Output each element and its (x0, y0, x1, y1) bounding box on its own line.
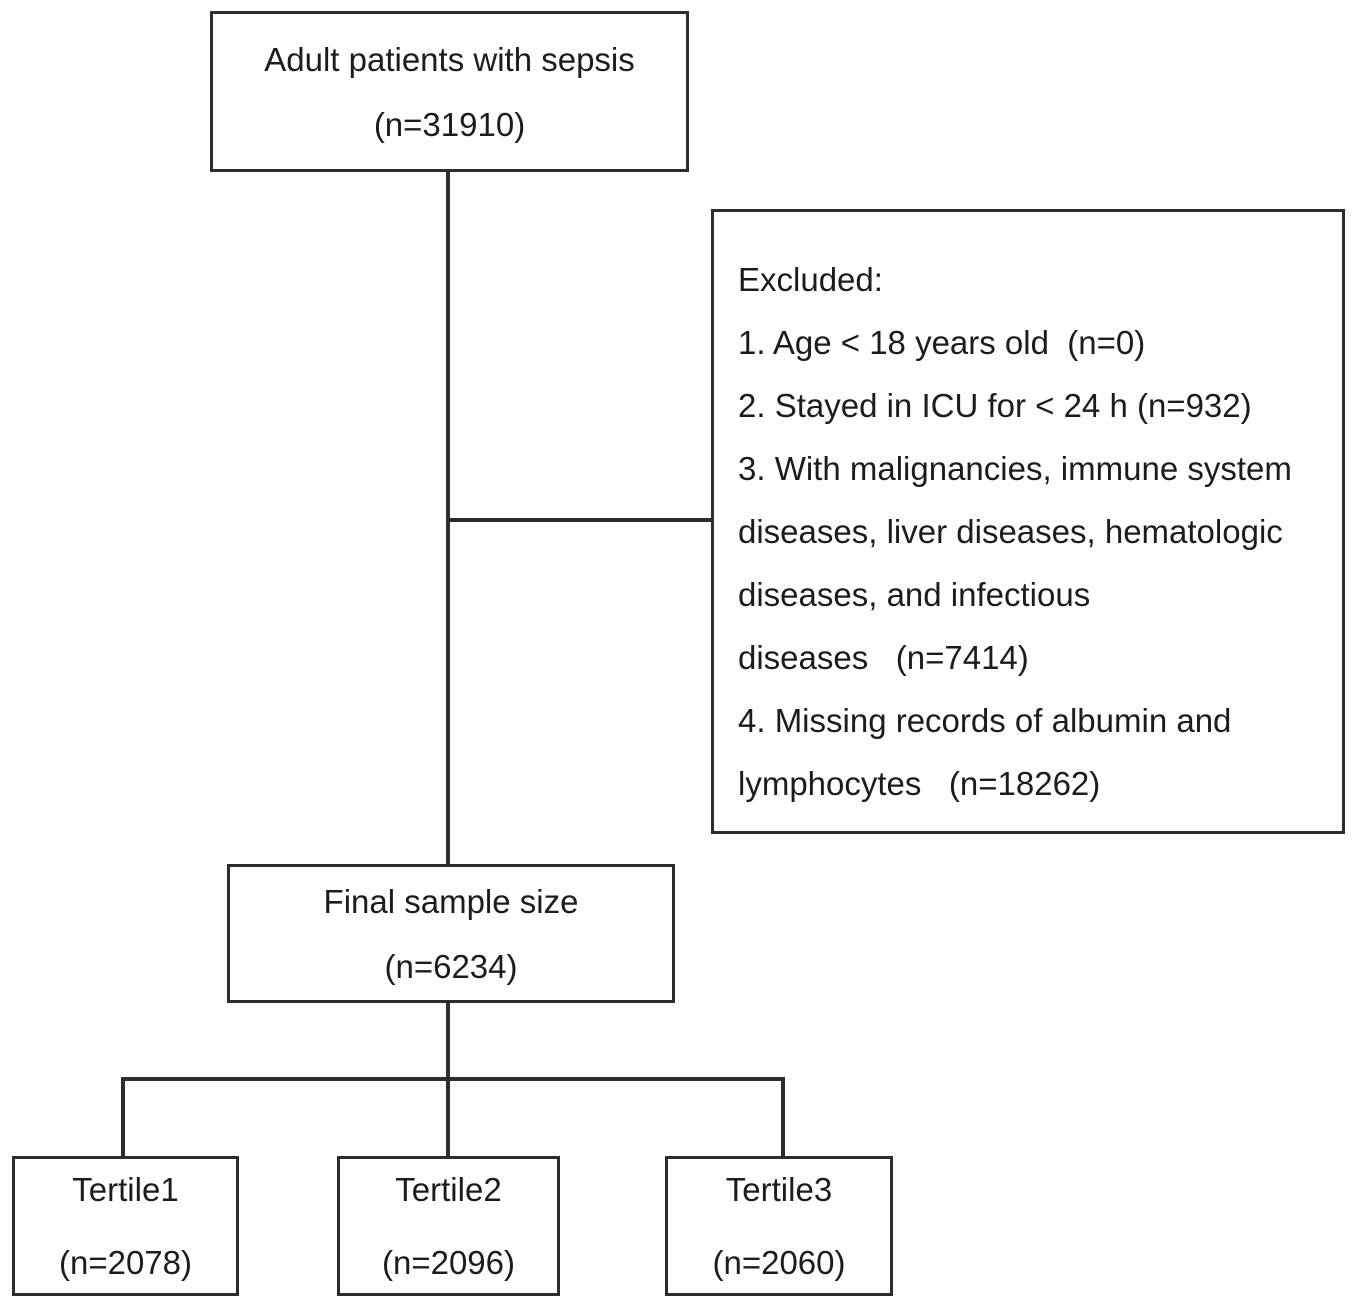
connector-trunk-lower (446, 1003, 450, 1079)
box-tertile-2: Tertile2 (n=2096) (337, 1156, 560, 1296)
box-tertile-3-count: (n=2060) (712, 1244, 846, 1281)
excluded-item-3-cont-1: diseases, liver diseases, hematologic (738, 513, 1283, 550)
box-tertile-1: Tertile1 (n=2078) (12, 1156, 239, 1296)
box-tertile-3-label: Tertile3 (725, 1171, 833, 1208)
connector-drop-tertile2 (446, 1077, 450, 1156)
box-adult-patients-count: (n=31910) (373, 105, 526, 143)
connector-drop-tertile1 (121, 1077, 125, 1156)
connector-branch-bar (121, 1077, 785, 1081)
box-tertile-1-count: (n=2078) (58, 1244, 192, 1281)
box-tertile-3: Tertile3 (n=2060) (665, 1156, 893, 1296)
box-final-sample-label: Final sample size (323, 882, 579, 920)
box-excluded: Excluded: 1. Age < 18 years old (n=0) 2.… (711, 209, 1345, 834)
excluded-item-3-count: diseases (n=7414) (738, 639, 1029, 676)
box-tertile-2-label: Tertile2 (395, 1171, 502, 1208)
excluded-item-3-cont-2: diseases, and infectious (738, 576, 1091, 613)
box-final-sample: Final sample size (n=6234) (227, 864, 675, 1003)
box-adult-patients-label: Adult patients with sepsis (264, 40, 635, 78)
excluded-title: Excluded: (738, 261, 883, 298)
excluded-item-3: 3. With malignancies, immune system (738, 450, 1292, 487)
box-tertile-1-label: Tertile1 (72, 1171, 179, 1208)
excluded-item-2: 2. Stayed in ICU for < 24 h (n=932) (738, 387, 1252, 424)
box-adult-patients: Adult patients with sepsis (n=31910) (210, 11, 689, 172)
excluded-item-4-count: lymphocytes (n=18262) (738, 765, 1101, 802)
excluded-item-4: 4. Missing records of albumin and (738, 702, 1232, 739)
connector-drop-tertile3 (781, 1077, 785, 1156)
excluded-item-1: 1. Age < 18 years old (n=0) (738, 324, 1146, 361)
box-tertile-2-count: (n=2096) (381, 1244, 515, 1281)
connector-excluded-spur (448, 518, 711, 522)
box-final-sample-count: (n=6234) (384, 947, 518, 985)
